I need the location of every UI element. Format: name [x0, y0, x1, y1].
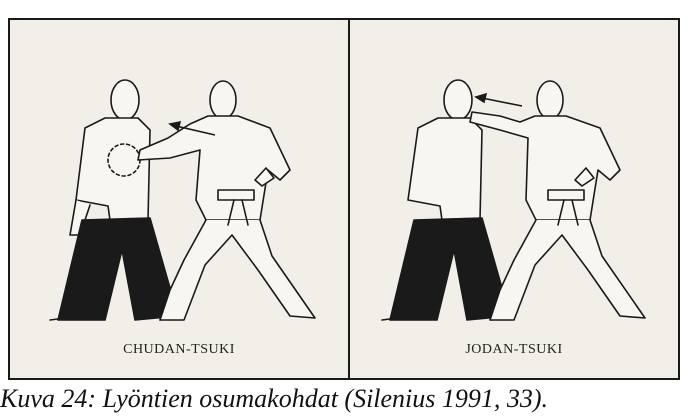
label-jodan-tsuki: JODAN-TSUKI — [350, 342, 678, 358]
defender-torso — [408, 118, 482, 220]
defender-hakama — [390, 218, 510, 320]
attacker-legs — [490, 220, 645, 320]
jodan-tsuki-illustration — [350, 20, 678, 378]
chudan-tsuki-illustration — [10, 20, 348, 378]
label-chudan-tsuki: CHUDAN-TSUKI — [10, 342, 348, 358]
figure-caption: Kuva 24: Lyöntien osumakohdat (Silenius … — [0, 383, 688, 415]
panel-jodan-tsuki: JODAN-TSUKI — [350, 20, 678, 378]
attacker-torso — [470, 112, 620, 220]
defender-head — [111, 80, 139, 120]
attacker-torso — [138, 116, 290, 220]
attacker-head — [210, 81, 236, 119]
panel-chudan-tsuki: CHUDAN-TSUKI — [10, 20, 348, 378]
direction-arrow — [476, 94, 522, 106]
attacker-legs — [160, 220, 315, 320]
attacker-head — [537, 81, 563, 119]
defender-head — [444, 80, 472, 120]
